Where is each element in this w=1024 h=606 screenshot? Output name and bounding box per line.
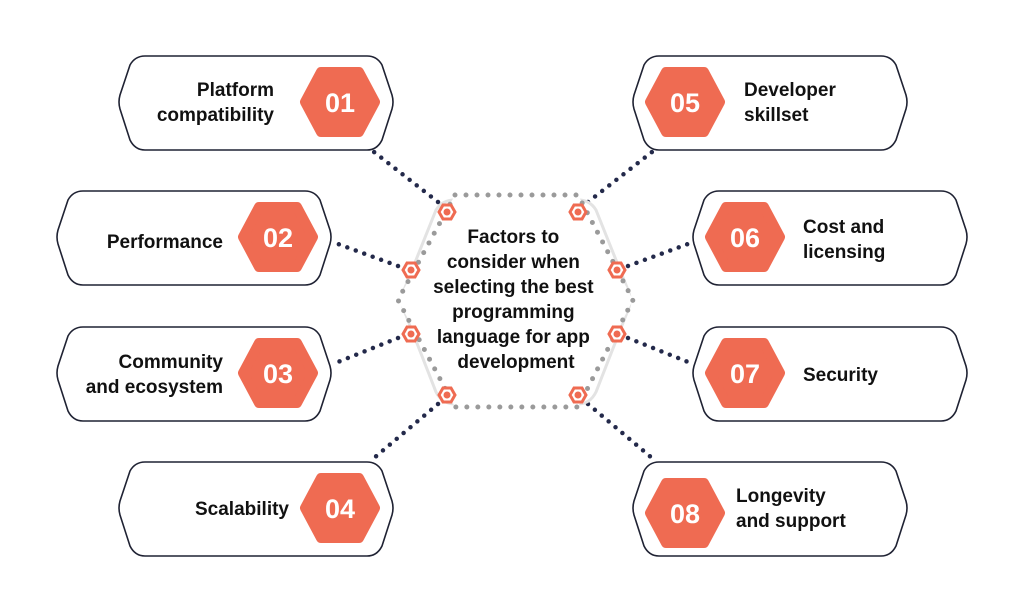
connector-01 <box>371 149 441 205</box>
factor-number: 08 <box>670 499 700 529</box>
factor-label: Security <box>803 365 878 386</box>
connector-04 <box>371 401 441 461</box>
factor-number: 07 <box>730 359 760 389</box>
badge-07 <box>705 338 785 408</box>
marker-hex-icon <box>568 203 588 221</box>
center-markers <box>401 203 627 404</box>
factor-number: 02 <box>263 223 293 253</box>
factor-label: Scalability <box>195 499 289 520</box>
marker-hex-icon <box>607 261 627 279</box>
connector-03 <box>335 335 401 365</box>
marker-hex-icon <box>437 386 457 404</box>
factor-label: Performance <box>107 232 223 253</box>
badge-01 <box>300 67 380 137</box>
badge-08 <box>645 478 725 548</box>
badge-02 <box>238 202 318 272</box>
connectors <box>335 149 691 461</box>
factor-card-04: 04 Scalability <box>118 461 394 557</box>
badge-04 <box>300 473 380 543</box>
factor-card-02: 02 Performance <box>56 190 332 286</box>
connector-07 <box>625 335 691 365</box>
factor-number: 03 <box>263 359 293 389</box>
marker-hex-icon <box>401 325 421 343</box>
marker-hex-icon <box>401 261 421 279</box>
center-title: Factors to consider when selecting the b… <box>433 227 599 373</box>
marker-hex-icon <box>568 386 588 404</box>
factor-number: 01 <box>325 88 355 118</box>
factor-card-07: 07 Security <box>692 326 968 422</box>
marker-hex-icon <box>437 203 457 221</box>
factor-number: 04 <box>325 494 355 524</box>
center-hexagon: Factors to consider when selecting the b… <box>395 192 636 410</box>
connector-05 <box>585 149 655 205</box>
connector-08 <box>585 401 655 461</box>
factor-number: 05 <box>670 88 700 118</box>
badge-03 <box>238 338 318 408</box>
connector-02 <box>335 241 401 269</box>
badge-06 <box>705 202 785 272</box>
marker-hex-icon <box>607 325 627 343</box>
connector-06 <box>625 241 691 269</box>
factor-number: 06 <box>730 223 760 253</box>
badge-05 <box>645 67 725 137</box>
